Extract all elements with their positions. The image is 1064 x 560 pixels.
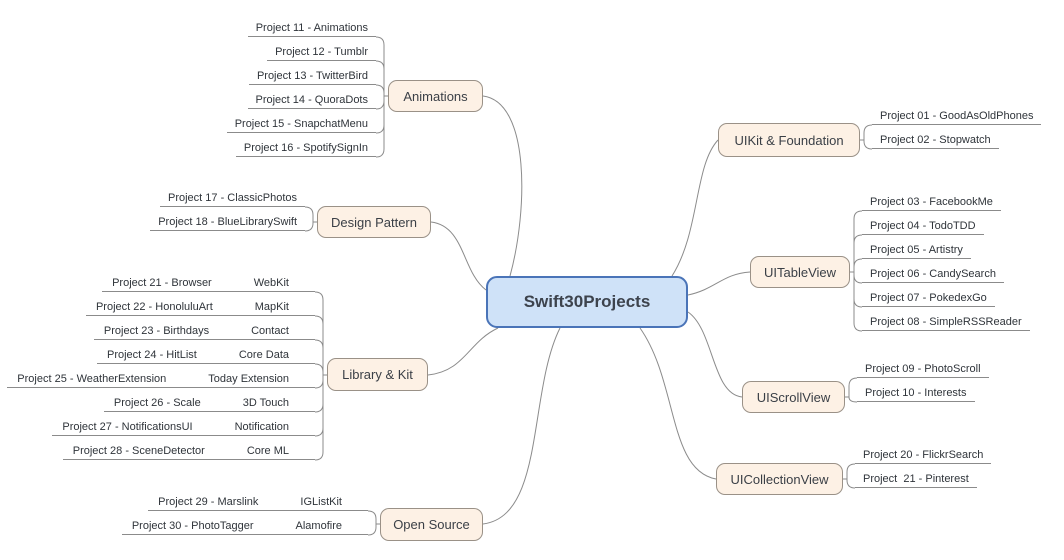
leaf-project-02[interactable]: Project 02 - Stopwatch — [872, 132, 999, 149]
branch-uitableview[interactable]: UITableView — [750, 256, 850, 288]
leaf-project-label: Project 28 - SceneDetector — [72, 445, 205, 457]
leaf-project-21-browser[interactable]: Project 21 - Browser WebKit — [102, 275, 315, 292]
curve-animations — [482, 95, 523, 277]
leaf-project-18[interactable]: Project 18 - BlueLibrarySwift — [150, 214, 305, 231]
leaf-project-23[interactable]: Project 23 - Birthdays Contact — [93, 323, 315, 340]
curve-library-kit — [427, 327, 499, 376]
leaf-project-22[interactable]: Project 22 - HonoluluArt MapKit — [85, 299, 315, 316]
leaf-project-07[interactable]: Project 07 - PokedexGo — [862, 290, 995, 307]
leaf-project-27[interactable]: Project 27 - NotificationsUI Notificatio… — [52, 419, 315, 436]
leaf-project-01[interactable]: Project 01 - GoodAsOldPhones — [872, 108, 1042, 125]
leaf-project-28[interactable]: Project 28 - SceneDetector Core ML — [62, 443, 315, 460]
leaf-project-16[interactable]: Project 16 - SpotifySignIn — [235, 140, 376, 157]
curve-open-source — [482, 327, 561, 525]
leaf-project-05[interactable]: Project 05 - Artistry — [862, 242, 971, 259]
leaf-kit-label: Notification — [234, 421, 289, 433]
branch-uiscrollview[interactable]: UIScrollView — [742, 381, 845, 413]
leaf-kit-label: WebKit — [253, 277, 289, 289]
leaf-project-08[interactable]: Project 08 - SimpleRSSReader — [862, 314, 1030, 331]
branch-uikit-foundation[interactable]: UIKit & Foundation — [718, 123, 860, 157]
leaf-project-label: Project 30 - PhotoTagger — [131, 520, 254, 532]
leaf-project-29[interactable]: Project 29 - Marslink IGListKit — [148, 494, 368, 511]
leaf-project-11[interactable]: Project 11 - Animations — [247, 20, 376, 37]
leaf-kit-label: IGListKit — [300, 496, 342, 508]
leaf-project-04[interactable]: Project 04 - TodoTDD — [862, 218, 984, 235]
leaf-project-13[interactable]: Project 13 - TwitterBird — [248, 68, 376, 85]
leaf-kit-label: Contact — [251, 325, 289, 337]
leaf-project-label: Project 24 - HitList — [106, 349, 197, 361]
leaf-project-label: Project 27 - NotificationsUI — [62, 421, 193, 433]
leaf-project-24[interactable]: Project 24 - HitList Core Data — [96, 347, 315, 364]
curve-uiscrollview — [687, 311, 743, 398]
leaf-project-26[interactable]: Project 26 - Scale 3D Touch — [103, 395, 315, 412]
leaf-kit-label: 3D Touch — [242, 397, 289, 409]
curve-uikit-foundation — [671, 139, 719, 277]
leaf-project-label: Project 26 - Scale — [113, 397, 201, 409]
leaf-project-20[interactable]: Project 20 - FlickrSearch — [855, 447, 992, 464]
curve-uicollectionview — [639, 327, 717, 480]
leaf-project-15[interactable]: Project 15 - SnapchatMenu — [226, 116, 376, 133]
leaf-project-12[interactable]: Project 12 - Tumblr — [267, 44, 376, 61]
central-topic[interactable]: Swift30Projects — [486, 276, 688, 328]
branch-design-pattern[interactable]: Design Pattern — [317, 206, 431, 238]
leaf-project-17[interactable]: Project 17 - ClassicPhotos — [160, 190, 305, 207]
branch-library-kit[interactable]: Library & Kit — [327, 358, 428, 391]
curve-uitableview — [687, 271, 751, 296]
leaf-project-03[interactable]: Project 03 - FacebookMe — [862, 194, 1001, 211]
branch-uicollectionview[interactable]: UICollectionView — [716, 463, 843, 495]
leaf-kit-label: Alamofire — [295, 520, 342, 532]
leaf-project-30[interactable]: Project 30 - PhotoTagger Alamofire — [121, 518, 368, 535]
leaf-project-label: Project 25 - WeatherExtension — [17, 373, 167, 385]
leaf-project-09[interactable]: Project 09 - PhotoScroll — [857, 361, 989, 378]
leaf-project-label: Project 29 - Marslink — [158, 496, 259, 508]
leaf-project-14[interactable]: Project 14 - QuoraDots — [247, 92, 376, 109]
leaf-kit-label: MapKit — [254, 301, 289, 313]
leaf-project-25[interactable]: Project 25 - WeatherExtension Today Exte… — [7, 371, 315, 388]
leaf-project-21-pinterest[interactable]: Project 21 - Pinterest — [855, 471, 977, 488]
curve-design-pattern — [430, 221, 487, 291]
branch-animations[interactable]: Animations — [388, 80, 483, 112]
leaf-project-label: Project 21 - Browser — [112, 277, 212, 289]
branch-open-source[interactable]: Open Source — [380, 508, 483, 541]
leaf-kit-label: Core Data — [238, 349, 289, 361]
leaf-project-10[interactable]: Project 10 - Interests — [857, 385, 975, 402]
leaf-project-06[interactable]: Project 06 - CandySearch — [862, 266, 1004, 283]
leaf-project-label: Project 23 - Birthdays — [103, 325, 210, 337]
leaf-project-label: Project 22 - HonoluluArt — [95, 301, 213, 313]
leaf-kit-label: Core ML — [246, 445, 289, 457]
leaf-kit-label: Today Extension — [208, 373, 289, 385]
